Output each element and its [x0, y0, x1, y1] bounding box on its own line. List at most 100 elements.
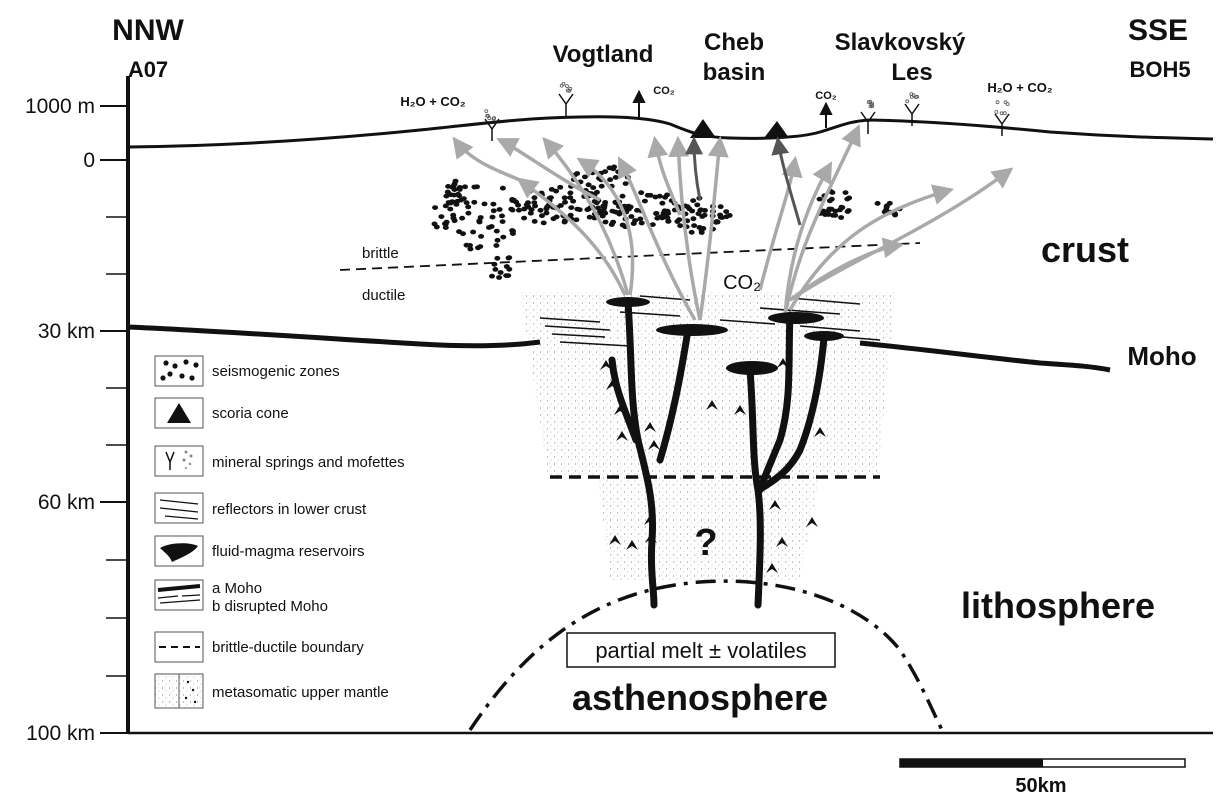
label-co2-a: CO₂: [653, 85, 675, 97]
seismic-event-dot: [557, 185, 563, 190]
seismic-event-dot: [846, 196, 852, 201]
gas-bubble: [1004, 101, 1007, 104]
gas-bubble: [485, 110, 488, 113]
seismic-event-dot: [464, 200, 470, 205]
seismic-event-dot: [438, 214, 444, 219]
legend-label-metasomatic: metasomatic upper mantle: [212, 684, 389, 701]
seismic-event-dot: [577, 207, 583, 212]
seismic-event-dot: [691, 223, 697, 228]
seismic-event-dot: [544, 211, 550, 216]
seismic-event-dot: [587, 215, 593, 220]
seismic-event-dot: [567, 191, 573, 196]
seismic-event-dot: [498, 270, 504, 275]
seismic-event-dot: [493, 243, 499, 248]
seismic-event-dot: [459, 216, 465, 221]
seismic-event-dot: [490, 215, 496, 220]
seismic-event-dot: [494, 256, 500, 261]
legend-label-brittle-ductile: brittle-ductile boundary: [212, 639, 364, 656]
seismic-event-dot: [453, 179, 459, 184]
seismic-event-dot: [684, 204, 690, 209]
seismic-event-dot: [638, 190, 644, 195]
seismic-event-dot: [486, 225, 492, 230]
direction-left: NNW: [112, 14, 184, 47]
seismic-event-dot: [445, 184, 451, 189]
seismic-event-dot: [702, 208, 708, 213]
seismic-event-dot: [516, 208, 522, 213]
region-cheb-line2: basin: [703, 59, 766, 86]
label-h2o-co2-left: H₂O + CO₂: [400, 94, 466, 109]
seismic-event-dot: [677, 223, 683, 228]
seismic-event-dot: [599, 184, 605, 189]
seismic-event-dot: [510, 231, 516, 236]
gas-bubble: [1003, 112, 1006, 115]
seismic-event-dot: [689, 230, 695, 235]
label-crust: crust: [1041, 229, 1129, 270]
scale-bar: [900, 759, 1185, 767]
seismic-event-dot: [532, 195, 538, 200]
seismic-event-dot: [521, 216, 527, 221]
station-left: A07: [128, 57, 168, 82]
seismic-event-dot: [562, 195, 568, 200]
seismic-event-dot: [491, 208, 497, 213]
seismic-event-dot: [500, 219, 506, 224]
question-mark: ?: [694, 522, 717, 564]
seismic-event-dot: [453, 202, 459, 207]
seismic-event-dot: [610, 220, 616, 225]
seismic-event-dot: [455, 192, 461, 197]
seismic-event-dot: [504, 264, 510, 269]
seismic-event-dot: [689, 209, 695, 214]
legend-swatch-metasomatic: [155, 674, 203, 708]
legend-swatch-moho: [155, 580, 203, 610]
depth-label-0: 0: [83, 149, 95, 172]
region-vogtland: Vogtland: [553, 41, 654, 68]
seismic-event-dot: [570, 199, 576, 204]
seismic-event-dot: [562, 200, 568, 205]
seismic-event-dot: [875, 201, 881, 206]
seismic-event-dot: [524, 202, 530, 207]
seismic-event-dot: [444, 220, 450, 225]
seismic-event-dot: [639, 221, 645, 226]
seismic-event-dot: [505, 273, 511, 278]
seismic-event-dot: [573, 217, 579, 222]
seismic-event-dot: [477, 244, 483, 249]
seismic-event-dot: [694, 203, 700, 208]
seismic-event-dot: [506, 256, 512, 261]
seismic-event-dot: [887, 201, 893, 206]
label-brittle: brittle: [362, 245, 399, 262]
seismic-event-dot: [652, 195, 658, 200]
seismic-event-dot: [827, 198, 833, 203]
seismic-event-dot: [662, 195, 668, 200]
region-cheb-line1: Cheb: [704, 29, 764, 56]
seismic-event-dot: [838, 215, 844, 220]
seismic-event-dot: [509, 197, 515, 202]
seismic-event-dot: [538, 208, 544, 213]
seismic-event-dot: [702, 213, 708, 218]
region-slavkovsky-line1: Slavkovský: [835, 29, 966, 56]
seismic-event-dot: [451, 216, 457, 221]
seismic-event-dot: [613, 175, 619, 180]
seismic-event-dot: [471, 185, 477, 190]
legend-label-scoria: scoria cone: [212, 405, 289, 422]
direction-right: SSE: [1128, 14, 1188, 47]
gas-bubble: [566, 85, 569, 88]
seismic-event-dot: [602, 211, 608, 216]
seismic-event-dot: [892, 213, 898, 218]
seismic-event-dot: [645, 193, 651, 198]
label-moho: Moho: [1127, 341, 1196, 371]
moho-line: [128, 327, 540, 346]
seismic-event-dot: [829, 207, 835, 212]
seismic-event-dot: [690, 216, 696, 221]
seismic-event-dot: [631, 221, 637, 226]
scale-bar-label: 50km: [1015, 775, 1066, 796]
seismic-event-dot: [495, 238, 501, 243]
scoria-cone-cheb: [690, 119, 716, 138]
seismic-event-dot: [448, 192, 454, 197]
seismic-event-dot: [620, 223, 626, 228]
seismic-event-dot: [446, 200, 452, 205]
seismic-event-dot: [615, 169, 621, 174]
seismic-event-dot: [616, 212, 622, 217]
seismic-event-dot: [532, 219, 538, 224]
seismic-event-dot: [528, 211, 534, 216]
seismic-event-dot: [467, 247, 473, 252]
